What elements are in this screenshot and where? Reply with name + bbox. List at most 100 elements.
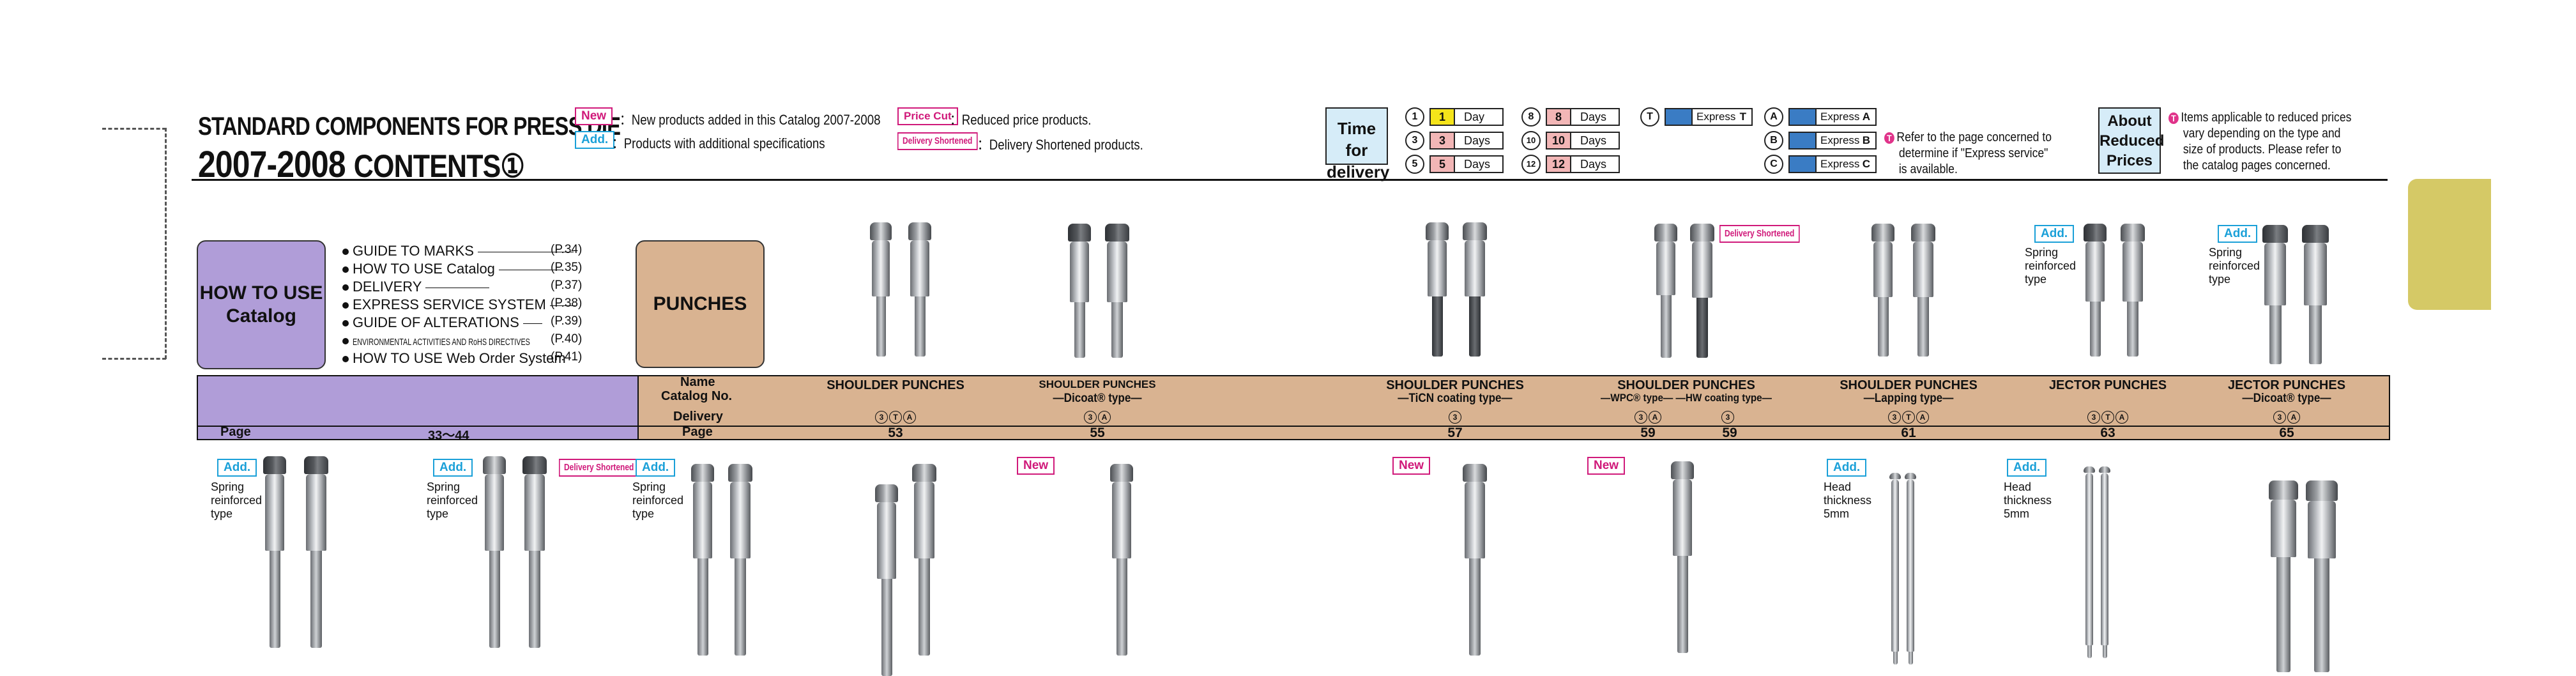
- add-badge: Add.: [2007, 459, 2047, 477]
- guide-item[interactable]: HOW TO USE Web Order System(P.41): [342, 350, 582, 367]
- delivery-days-box: 10 Days: [1546, 132, 1620, 150]
- how-to-use-box[interactable]: HOW TO USE Catalog: [197, 240, 326, 369]
- year-range: 2007-2008: [198, 144, 346, 185]
- add-badge: Add.: [217, 459, 257, 477]
- delivery-mark: 3: [1635, 411, 1647, 424]
- express-mark-T: T: [1640, 107, 1659, 127]
- guide-item-label: EXPRESS SERVICE SYSTEM: [353, 296, 546, 312]
- delivery-days-number: 12: [1547, 157, 1571, 172]
- express-mark-B: B: [1764, 131, 1783, 150]
- delivery-days-number: 10: [1547, 133, 1571, 148]
- delivery-days-box: 1 Day: [1429, 108, 1504, 126]
- new-badge: New: [1587, 457, 1626, 475]
- column-page: 55: [1090, 426, 1105, 440]
- express-flag-icon: [1666, 109, 1693, 125]
- guide-item[interactable]: GUIDE TO MARKS (P.34): [342, 243, 582, 259]
- delivery-days-number: 8: [1547, 109, 1571, 125]
- crop-mark-bottom: [102, 358, 166, 360]
- delivery-mark-8: 8: [1521, 107, 1541, 127]
- add-badge: Add.: [2034, 225, 2075, 243]
- guide-item[interactable]: GUIDE OF ALTERATIONS(P.39): [342, 314, 582, 331]
- column-delivery-marks: 3: [1448, 411, 1462, 424]
- delivery-mark: A: [903, 411, 916, 424]
- guide-item-page: (P.34): [551, 243, 583, 256]
- left-page-range: 33～44: [428, 429, 469, 443]
- time-for-delivery-box: Time for delivery: [1325, 107, 1389, 181]
- new-legend-text: ：New products added in this Catalog 2007…: [620, 112, 881, 128]
- column-page: 63: [2100, 426, 2115, 440]
- column-delivery-marks-2: 3: [1721, 411, 1735, 424]
- column-name: SHOULDER PUNCHES: [1617, 378, 1755, 392]
- bullet-icon: [342, 284, 349, 291]
- info-mark-icon: T: [1884, 132, 1894, 144]
- delivery-mark: T: [889, 411, 902, 424]
- express-flag-icon: [1790, 109, 1817, 125]
- express-code: C: [1862, 158, 1870, 170]
- delivery-mark: 3: [1449, 411, 1461, 424]
- section-tab[interactable]: [2408, 179, 2491, 310]
- delivery-days-unit: Day: [1464, 111, 1485, 123]
- guide-item[interactable]: DELIVERY (P.37): [342, 279, 582, 295]
- express-label: Express: [1696, 111, 1736, 123]
- delivery-mark: 3: [1888, 411, 1901, 424]
- column-page: 61: [1901, 426, 1916, 440]
- express-label: Express: [1820, 134, 1860, 146]
- guide-item[interactable]: EXPRESS SERVICE SYSTEM(P.38): [342, 296, 582, 313]
- about-reduced-prices-label: About Reduced Prices: [2100, 112, 2165, 169]
- delivery-days-unit: Days: [1580, 158, 1607, 171]
- delivery-mark: A: [1098, 411, 1111, 424]
- punches-box[interactable]: PUNCHES: [636, 240, 765, 368]
- column-subtype: ―Dicoat® type―: [1053, 392, 1142, 405]
- delivery-days-number: 3: [1431, 133, 1455, 148]
- guide-item-page: (P.37): [551, 279, 583, 292]
- column-subtype: ―TiCN coating type―: [1398, 392, 1513, 405]
- crop-mark-side: [165, 128, 167, 359]
- delivery-mark: T: [2101, 411, 2114, 424]
- column-page: 59: [1640, 426, 1656, 440]
- column-page: 65: [2279, 426, 2294, 440]
- delivery-mark-10: 10: [1521, 131, 1541, 150]
- price-cut-legend-text: ：Reduced price products.: [950, 112, 1092, 128]
- delivery-days-number: 1: [1431, 109, 1455, 125]
- delivery-days-unit: Days: [1580, 111, 1607, 123]
- add-legend-text: ：Products with additional specifications: [612, 135, 825, 151]
- column-name: SHOULDER PUNCHES: [1039, 378, 1156, 390]
- new-tag: New: [575, 107, 613, 125]
- column-page: 53: [888, 426, 903, 440]
- guide-item[interactable]: ENVIRONMENTAL ACTIVITIES AND RoHS DIRECT…: [342, 332, 599, 349]
- guide-item[interactable]: HOW TO USE Catalog(P.35): [342, 261, 582, 277]
- delivery-days-unit: Days: [1464, 134, 1491, 147]
- delivery-mark-1: 1: [1405, 107, 1424, 127]
- delivery-shortened-legend-text: ：Delivery Shortened products.: [977, 137, 1143, 153]
- leader-line: [522, 323, 542, 324]
- delivery-days-box: 8 Days: [1546, 108, 1620, 126]
- express-code: B: [1862, 134, 1870, 146]
- guide-item-label: DELIVERY: [353, 279, 422, 295]
- row-label-name: Name: [680, 375, 715, 389]
- column-name: JECTOR PUNCHES: [2227, 378, 2346, 392]
- delivery-days-unit: Days: [1580, 134, 1607, 147]
- delivery-mark: T: [1902, 411, 1915, 424]
- delivery-days-box: 3 Days: [1429, 132, 1504, 150]
- guide-item-label: GUIDE TO MARKS: [353, 243, 474, 259]
- delivery-mark-5: 5: [1405, 155, 1424, 174]
- column-name: SHOULDER PUNCHES: [1840, 378, 1978, 392]
- reduced-mark-icon: T: [2168, 112, 2179, 124]
- column-name: SHOULDER PUNCHES: [827, 378, 964, 392]
- new-badge: New: [1017, 457, 1055, 475]
- add-badge: Add.: [636, 459, 676, 477]
- column-page-2: 59: [1722, 426, 1737, 440]
